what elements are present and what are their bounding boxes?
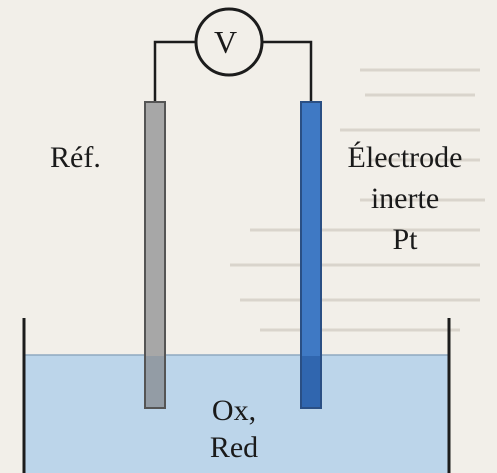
beaker	[22, 318, 451, 473]
voltmeter-circle	[194, 7, 264, 77]
platinum-electrode	[300, 101, 322, 409]
working-electrode-label-line1: Électrode	[347, 141, 463, 174]
reference-electrode-label: Réf.	[50, 141, 101, 174]
wire-left	[153, 40, 196, 102]
voltmeter-symbol: V	[214, 24, 238, 60]
background-texture	[230, 68, 485, 332]
solution-label-line2: Red	[209, 431, 259, 464]
working-electrode-label-line3: Pt	[392, 223, 418, 256]
solution-liquid	[24, 355, 449, 473]
reference-electrode-immersed	[146, 356, 164, 407]
platinum-electrode-immersed	[302, 356, 320, 407]
solution-label-line1: Ox,	[211, 394, 257, 427]
reference-electrode	[144, 101, 166, 409]
wire-right	[262, 40, 313, 102]
working-electrode-label-line2: inerte	[370, 182, 440, 215]
